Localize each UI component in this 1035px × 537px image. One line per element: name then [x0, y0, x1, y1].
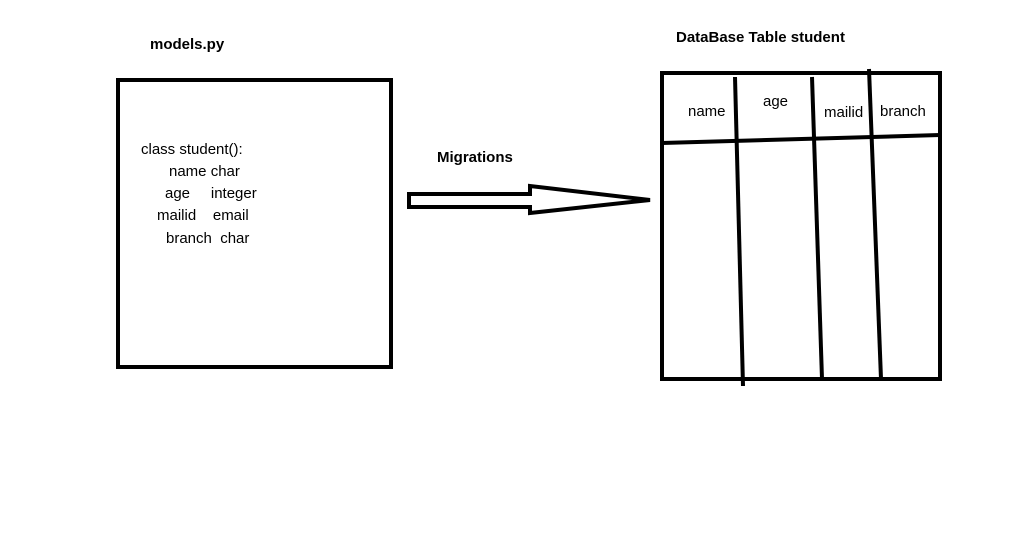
table-header-separator [661, 133, 941, 145]
migration-label: Migrations [437, 149, 513, 166]
table-box [660, 71, 942, 381]
field-line-branch: branch char [166, 230, 250, 247]
class-definition-line: class student(): [141, 141, 243, 158]
table-title: DataBase Table student [676, 29, 845, 46]
column-divider [810, 76, 824, 380]
column-divider [733, 76, 745, 387]
column-header-name: name [688, 103, 726, 120]
column-header-branch: branch [880, 103, 926, 120]
column-divider [867, 68, 883, 380]
models-title: models.py [150, 36, 225, 53]
field-line-mailid: mailid email [157, 207, 249, 224]
field-line-name: name char [169, 163, 240, 180]
models-box [116, 78, 393, 369]
field-line-age: age integer [165, 185, 257, 202]
column-header-mailid: mailid [824, 104, 864, 121]
column-header-age: age [763, 93, 789, 110]
migration-arrow [407, 183, 651, 216]
